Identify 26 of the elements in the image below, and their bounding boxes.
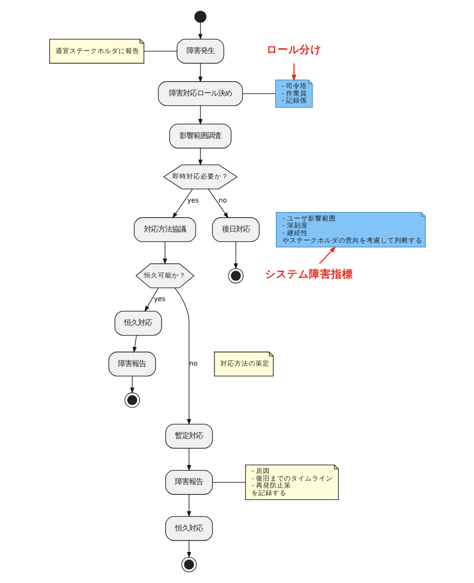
- node-circle: [194, 10, 206, 23]
- arrow: [198, 22, 202, 40]
- node-circle: [228, 268, 244, 284]
- arrow: [198, 148, 202, 166]
- arrow: [144, 288, 158, 312]
- arrow: [291, 63, 296, 82]
- arrow: [174, 288, 191, 425]
- node-circle: [180, 556, 196, 572]
- arrow: [172, 188, 192, 218]
- arrow: [198, 62, 202, 83]
- arrow: [130, 376, 134, 394]
- arrow: [198, 105, 202, 126]
- arrow: [162, 242, 167, 264]
- node-text: ロール分け: [266, 43, 322, 56]
- connector: [242, 93, 276, 94]
- node-text: システム障害指標: [264, 268, 353, 281]
- arrow: [132, 335, 136, 353]
- arrow: [186, 494, 191, 518]
- connector: [212, 482, 246, 483]
- arrow: [186, 448, 191, 472]
- arrow: [233, 242, 238, 270]
- arrow: [186, 540, 191, 558]
- connector: [143, 50, 177, 52]
- node-circle: [124, 392, 140, 408]
- arrow: [207, 188, 228, 218]
- arrow: [318, 246, 336, 264]
